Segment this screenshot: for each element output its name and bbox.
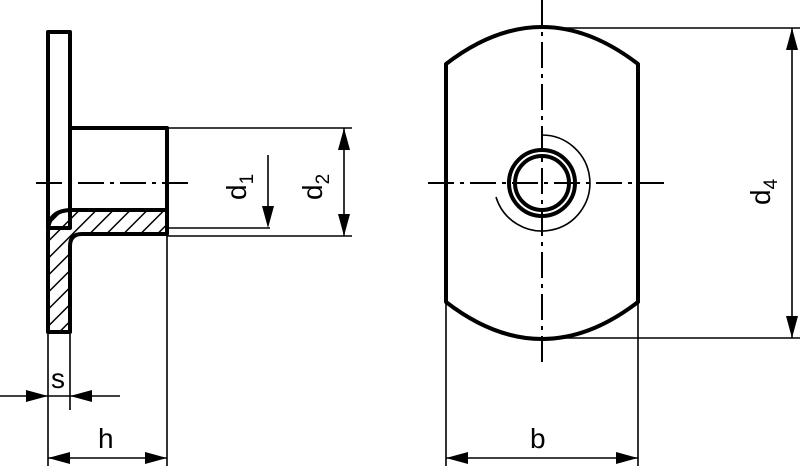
arrow-s-left [26,390,48,402]
label-d1: d1 [221,174,258,200]
arrow-h-right [145,452,167,464]
arrow-b-left [446,452,468,464]
label-d4: d4 [745,178,782,205]
arrow-d1 [262,206,274,228]
label-d4-sub: 4 [761,178,782,189]
front-view: d4 b [428,0,800,466]
label-h: h [98,423,114,454]
label-d4-base: d [745,189,776,205]
label-d2-sub: 2 [313,174,334,185]
arrow-s-right [70,390,92,402]
sectioned-region [46,208,169,334]
arrow-d4-top [786,28,798,50]
label-s: s [51,363,65,394]
arrow-d2-top [338,128,350,150]
label-d2-base: d [297,184,328,200]
label-d1-sub: 1 [237,174,258,185]
flange-plate-upper [46,30,72,230]
arrow-d2-bottom [338,214,350,236]
bore-outer-circle [507,148,577,218]
label-b: b [530,423,546,454]
bore-inner-circle [513,154,571,212]
arrow-b-right [616,452,638,464]
arrow-h-left [48,452,70,464]
side-view: s h d1 d2 [0,30,352,466]
arrow-d4-bottom [786,316,798,338]
collar-upper [70,126,169,212]
label-d1-base: d [221,184,252,200]
thread-arc [495,134,591,232]
label-d2: d2 [297,174,334,200]
